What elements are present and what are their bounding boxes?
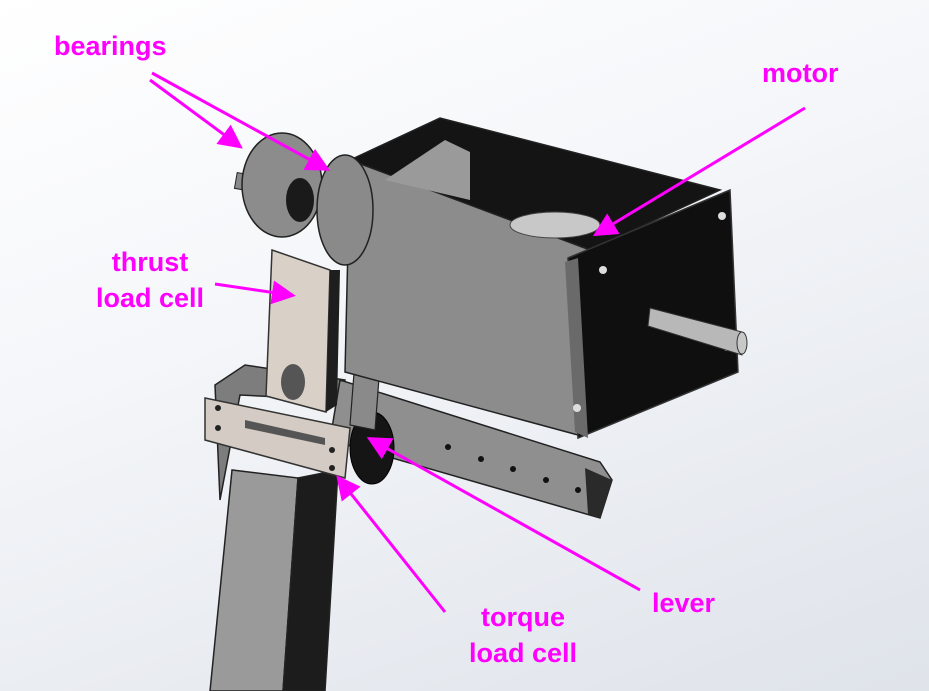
torque-load-cell-slot: [245, 420, 325, 445]
bearing-right: [316, 154, 374, 266]
motor-flange-edge: [565, 258, 588, 438]
label-thrust-line1: thrust: [111, 247, 189, 277]
label-lever: lever: [652, 588, 716, 618]
arrow-torque: [336, 475, 447, 613]
label-torque-line2: load cell: [468, 638, 578, 668]
annotation-arrows: [149, 71, 806, 613]
arrow-motor: [592, 106, 806, 237]
thrust-cell-hole: [281, 364, 305, 400]
label-motor: motor: [762, 58, 839, 88]
motor-shaft: [647, 307, 743, 356]
bearing-left-bore: [286, 178, 314, 222]
arrow-lever: [366, 437, 641, 592]
motor-box-inner-wall: [385, 140, 470, 200]
thrust-load-cell-side: [326, 270, 340, 412]
arrow-thrust: [214, 280, 296, 305]
arrow-bearings-1: [149, 78, 243, 149]
label-torque-load-cell: torque load cell: [458, 599, 588, 671]
label-torque-line1: torque: [481, 602, 565, 632]
label-thrust-load-cell: thrust load cell: [84, 244, 216, 316]
motor-shaft-end: [736, 331, 748, 355]
label-thrust-line2: load cell: [95, 283, 205, 313]
lever-arm-side: [585, 468, 612, 518]
arrow-bearings-2: [151, 71, 331, 171]
motor-body: [509, 211, 601, 239]
lever-holes: [445, 444, 581, 493]
label-bearings: bearings: [54, 31, 167, 61]
torque-cell-holes: [215, 405, 335, 471]
